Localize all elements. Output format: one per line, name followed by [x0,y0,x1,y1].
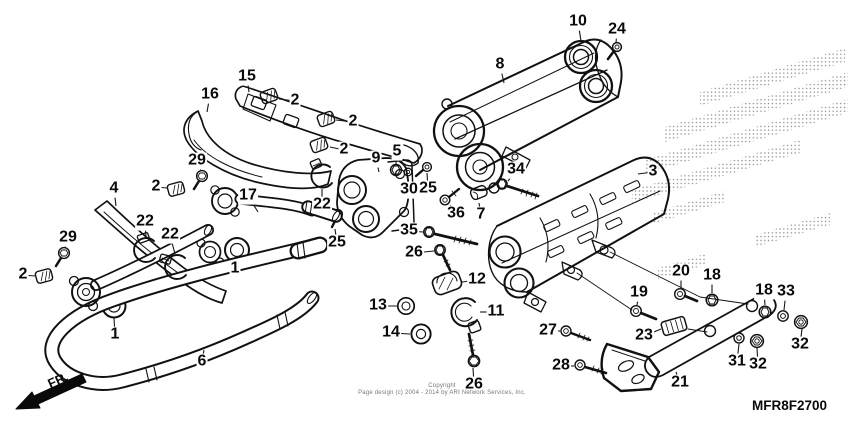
part-callout-2-9[interactable]: 2 [150,177,162,196]
part-callout-25-21[interactable]: 25 [327,233,347,252]
lock-nut-32b [749,333,765,349]
nut-5 [389,163,403,177]
part-callout-2-2[interactable]: 2 [289,91,301,110]
part-callout-22-14[interactable]: 22 [135,212,155,231]
part-callout-9-6[interactable]: 9 [370,149,382,168]
pipe-clamp-piece-2b [316,110,336,128]
copyright-notice: Copyright Page design (c) 2004 - 2014 by… [322,383,562,397]
flange-bolt-29b [54,246,71,268]
band-clamp-22a [309,158,333,189]
part-callout-17-10[interactable]: 17 [238,186,258,205]
bolt-26-lower [467,332,481,368]
rear-muffler-lower-3 [487,156,671,313]
part-callout-26-30[interactable]: 26 [464,375,484,394]
flange-nut-18b [758,305,772,319]
part-callout-29-16[interactable]: 29 [58,228,78,247]
part-callout-7-23[interactable]: 7 [475,205,487,224]
copyright-line2: Page design (c) 2004 - 2014 by ARI Netwo… [358,390,526,396]
part-callout-35-24[interactable]: 35 [399,221,419,240]
bolt-27 [560,325,592,342]
part-callout-30-11[interactable]: 30 [399,180,419,199]
screw-24 [606,41,623,61]
part-callout-10-33[interactable]: 10 [568,12,588,31]
bolt-36 [439,187,461,206]
part-callout-12-26[interactable]: 12 [467,270,487,289]
rubber-bushing-13 [396,296,416,316]
part-callout-2-4[interactable]: 2 [338,140,350,159]
band-clamp-22b [133,231,156,263]
lock-nut-32a [793,314,809,330]
part-callout-28-32[interactable]: 28 [551,356,571,375]
part-callout-6-20[interactable]: 6 [196,352,208,371]
part-callout-1-18[interactable]: 1 [229,259,241,278]
part-callout-32-46[interactable]: 32 [748,355,768,374]
part-callout-33-43[interactable]: 33 [776,282,796,301]
diagram-part-code: MFR8F2700 [752,398,828,413]
bolt-26-upper [434,244,452,272]
part-callout-4-8[interactable]: 4 [108,179,120,198]
copyright-line1: Copyright [428,383,456,389]
part-callout-2-3[interactable]: 2 [347,112,359,131]
part-callout-3-36[interactable]: 3 [647,162,659,181]
part-callout-25-12[interactable]: 25 [418,179,438,198]
part-callout-2-17[interactable]: 2 [17,265,29,284]
part-callout-14-29[interactable]: 14 [381,323,401,342]
part-callout-26-25[interactable]: 26 [404,243,424,262]
washer-30 [403,167,413,177]
part-callout-24-34[interactable]: 24 [607,20,627,39]
part-callout-27-31[interactable]: 27 [538,321,558,340]
washer-33 [777,310,789,322]
part-callout-23-41[interactable]: 23 [634,326,654,345]
pipe-clamp-piece-2d [166,181,186,197]
part-callout-1-19[interactable]: 1 [109,325,121,344]
front-direction-arrow-icon [15,373,87,410]
washer-31 [733,332,745,344]
part-callout-21-47[interactable]: 21 [670,373,690,392]
flange-nut-18a [705,293,719,307]
part-callout-19-38[interactable]: 19 [629,283,649,302]
part-callout-34-37[interactable]: 34 [506,160,526,179]
rubber-piece-7 [469,184,488,201]
part-callout-8-35[interactable]: 8 [494,55,506,74]
part-callout-5-7[interactable]: 5 [391,142,403,161]
flange-bolt-20 [674,288,699,303]
part-callout-15-0[interactable]: 15 [237,67,257,86]
pipe-clamp-piece-2a [259,87,279,105]
flange-bolt-19 [630,305,658,321]
part-callout-16-1[interactable]: 16 [200,85,220,104]
pipe-clamp-piece-2c [309,136,329,154]
part-callout-31-45[interactable]: 31 [727,352,747,371]
pipe-clamp-piece-2e [34,268,54,284]
bolt-25-upper [414,161,433,178]
collar-23 [660,315,688,337]
part-callout-18-42[interactable]: 18 [754,281,774,300]
pipe-clamp-11 [450,297,482,334]
heat-shield-16 [183,110,332,190]
part-callout-22-13[interactable]: 22 [312,195,332,214]
bolt-34 [496,178,540,200]
part-callout-20-39[interactable]: 20 [671,262,691,281]
part-callout-22-15[interactable]: 22 [160,225,180,244]
part-callout-32-44[interactable]: 32 [790,335,810,354]
front-exhaust-pipe-6 [44,224,329,391]
bolt-35 [423,226,479,246]
band-clamp-22c [158,253,187,280]
rubber-grommet-14 [410,323,432,345]
part-callout-29-5[interactable]: 29 [187,151,207,170]
part-callout-18-40[interactable]: 18 [702,266,722,285]
part-callout-13-27[interactable]: 13 [368,296,388,315]
pipe-clamp-12 [431,270,463,296]
flange-bolt-29a [192,169,209,191]
part-callout-36-22[interactable]: 36 [446,204,466,223]
part-callout-11-28[interactable]: 11 [486,302,506,321]
